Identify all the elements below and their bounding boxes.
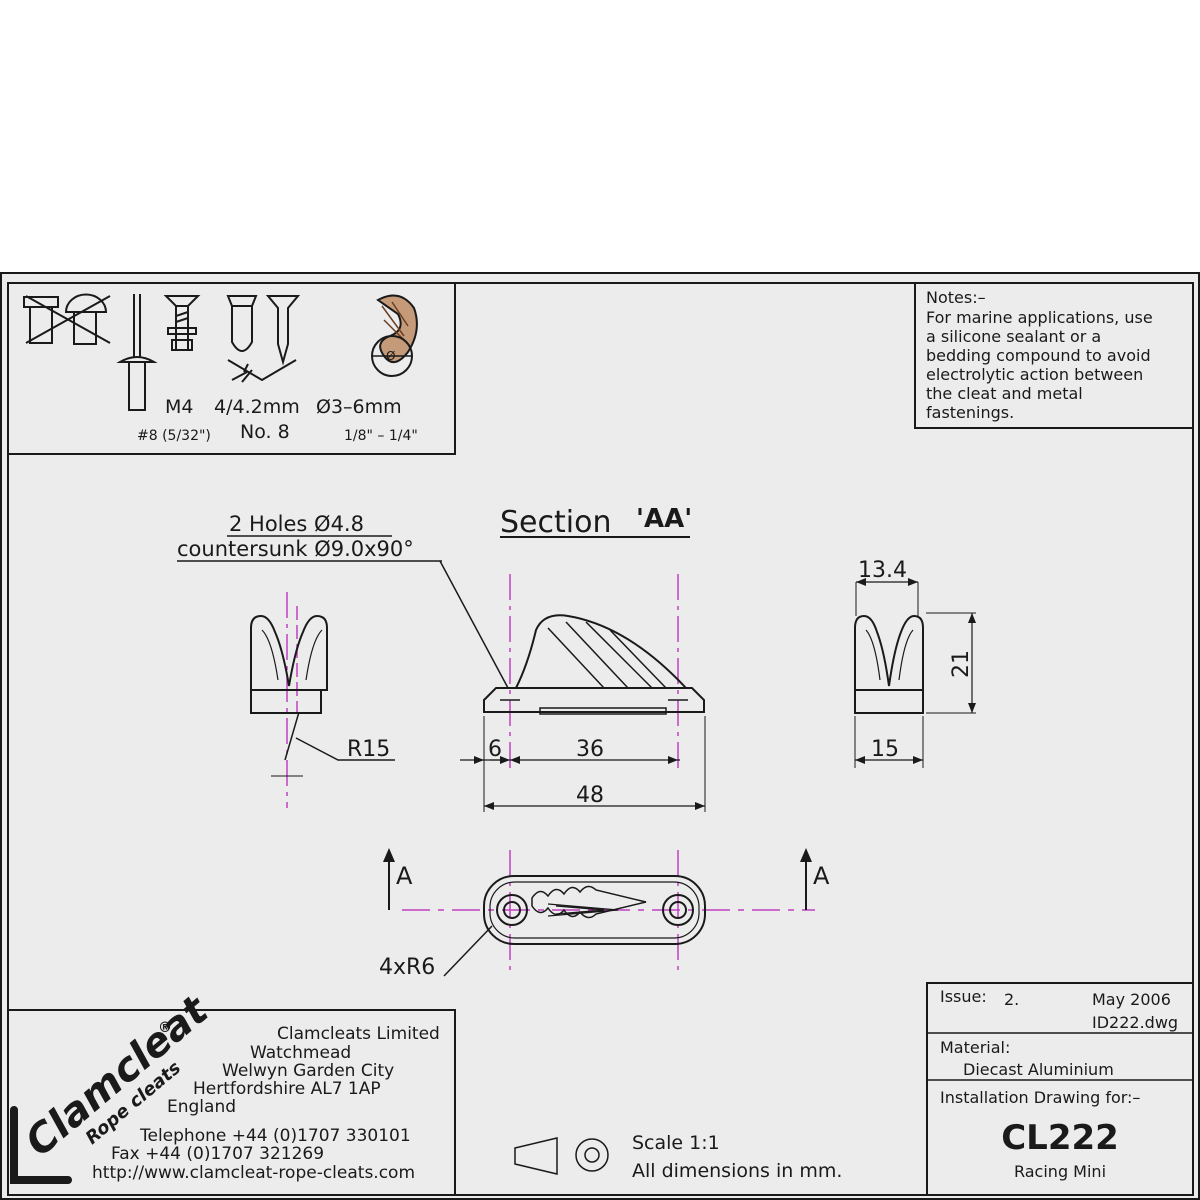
- company-telephone: Telephone +44 (0)1707 330101: [139, 1126, 411, 1146]
- scale-text: Scale 1:1: [632, 1132, 720, 1154]
- issue-label: Issue:: [940, 987, 987, 1006]
- company-address-4: England: [167, 1097, 236, 1117]
- end-view-right: 13.4 21 15: [854, 558, 976, 768]
- scale-block: Scale 1:1 All dimensions in mm.: [514, 1132, 842, 1182]
- company-address-1: Watchmead: [250, 1043, 351, 1063]
- notes-line: a silicone sealant or a: [926, 327, 1101, 346]
- title-block: Issue: 2. May 2006 ID222.dwg Material: D…: [926, 982, 1193, 1195]
- section-title: Section 'AA': [500, 504, 692, 540]
- issue-value: 2.: [1004, 990, 1019, 1009]
- company-website: http://www.clamcleat-rope-cleats.com: [92, 1163, 415, 1183]
- crossed-screws-icon: [23, 293, 111, 345]
- material-label: Material:: [940, 1038, 1010, 1057]
- drawing-for-label: Installation Drawing for:–: [940, 1088, 1140, 1107]
- notes-box: Notes:– For marine applications, use a s…: [914, 283, 1193, 429]
- notes-line: the cleat and metal: [926, 384, 1083, 403]
- machine-screw-icon: [163, 295, 201, 351]
- holes-line-1: 2 Holes Ø4.8: [229, 512, 364, 536]
- notes-line: fastenings.: [926, 403, 1014, 422]
- inner-border: [7, 282, 1194, 1196]
- dimension-48: 48: [576, 783, 604, 808]
- rope-size-imperial: 1/8" – 1/4": [344, 428, 418, 444]
- section-arrow-right: A: [800, 848, 830, 910]
- rope-diameter-symbol: Ø: [386, 349, 395, 363]
- hole-callout: 2 Holes Ø4.8 countersunk Ø9.0x90°: [177, 512, 509, 689]
- screw-size-metric: 4/4.2mm: [214, 396, 300, 418]
- company-name: Clamcleats Limited: [277, 1024, 440, 1044]
- horizontal-dimensions: 6 36 48: [460, 716, 706, 812]
- dimension-13-4: 13.4: [858, 558, 907, 583]
- end-view-left: R15: [250, 592, 395, 808]
- material-value: Diecast Aluminium: [963, 1060, 1114, 1079]
- notes-line: bedding compound to avoid: [926, 346, 1151, 365]
- product-name: Racing Mini: [1014, 1162, 1106, 1181]
- fastener-size-imperial: #8 (5/32"): [137, 428, 211, 444]
- section-title-label: Section: [500, 505, 611, 540]
- logo-registered: ®: [158, 1020, 172, 1036]
- section-profile: [483, 574, 705, 770]
- dimension-36: 36: [576, 737, 604, 762]
- dimension-15: 15: [871, 737, 899, 762]
- radius-label: R15: [347, 737, 390, 762]
- section-arrow-label-left: A: [396, 862, 413, 890]
- tapping-screw-icon: [226, 295, 301, 383]
- notes-heading: Notes:–: [926, 288, 986, 307]
- product-code: CL222: [1001, 1118, 1119, 1158]
- sheet-background: [0, 272, 1200, 1200]
- section-arrow-left: A: [383, 848, 413, 910]
- issue-date: May 2006: [1092, 990, 1171, 1009]
- outer-border: [0, 272, 1200, 1200]
- rope-size-metric: Ø3–6mm: [316, 396, 402, 418]
- dimensions-unit-text: All dimensions in mm.: [632, 1160, 842, 1182]
- company-address-3: Hertfordshire AL7 1AP: [193, 1079, 381, 1099]
- plan-view: 4xR6: [379, 850, 815, 980]
- rope-icon: Ø: [371, 294, 418, 377]
- rivet-icon: [116, 294, 158, 411]
- section-arrow-label-right: A: [813, 862, 830, 890]
- notes-line: For marine applications, use: [926, 308, 1153, 327]
- section-id: 'AA': [636, 504, 692, 534]
- notes-line: electrolytic action between: [926, 365, 1143, 384]
- company-fax: Fax +44 (0)1707 321269: [111, 1144, 324, 1164]
- screw-size-imperial: No. 8: [240, 421, 290, 443]
- corner-radius-label: 4xR6: [379, 955, 435, 980]
- dimension-6: 6: [488, 737, 502, 762]
- drawing-file: ID222.dwg: [1092, 1013, 1178, 1032]
- dimension-21: 21: [949, 650, 974, 678]
- holes-line-2: countersunk Ø9.0x90°: [177, 537, 414, 561]
- company-address-2: Welwyn Garden City: [222, 1061, 394, 1081]
- fastener-size-metric: M4: [165, 396, 193, 418]
- fastener-panel: Ø M4 4/4.2mm Ø3–6mm #8 (5/32") No. 8 1/8…: [8, 283, 456, 455]
